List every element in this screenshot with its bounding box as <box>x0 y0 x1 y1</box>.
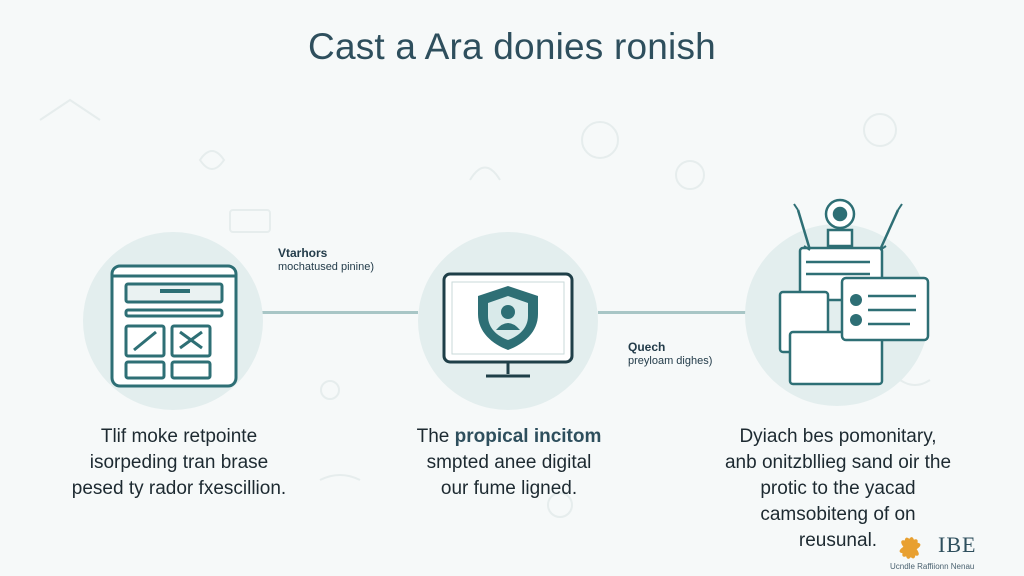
step2-caption-line-1: The propical incitom <box>378 424 640 450</box>
step3-caption-line-1: Dyiach bes pomonitary, <box>739 426 937 447</box>
connector-label-left: Vtarhors mochatused pinine) <box>278 246 374 274</box>
step3-caption-line-5: reusunal. <box>798 530 878 551</box>
step3-caption-line-2: anb onitzbllieg sand oir the <box>724 452 952 473</box>
step3-caption: Dyiach bes pomonitary, anb onitzbllieg s… <box>700 424 976 554</box>
shield-user-monitor-icon <box>442 272 574 378</box>
step1-caption-line-2: isorpeding tran brase <box>89 452 269 473</box>
flower-logo-icon <box>899 537 921 559</box>
step2-caption-bold: propical incitom <box>454 426 602 447</box>
step2-caption-line-2: smpted anee digital <box>426 452 592 473</box>
connector-label-right-top: Quech <box>628 340 666 354</box>
step3-caption-line-4: camsobiteng of on <box>760 504 916 525</box>
step2-caption: The propical incitom smpted anee digital… <box>378 424 640 502</box>
step2-caption-prefix: The <box>416 426 450 447</box>
step1-caption: Tlif moke retpointe isorpeding tran bras… <box>34 424 324 502</box>
step1-caption-line-1: Tlif moke retpointe <box>100 426 258 447</box>
step3-caption-line-3: protic to the yacad <box>760 478 916 499</box>
connector-label-right-bottom: preyloam dighes) <box>628 355 713 367</box>
step2-caption-line-3: our fume ligned. <box>440 478 578 499</box>
step1-caption-line-3: pesed ty rador fxescillion. <box>71 478 287 499</box>
logo-subtitle: Ucndle Raffiionn Nenau <box>890 562 975 571</box>
page-title: Cast a Ara donies ronish <box>308 26 716 67</box>
logo-text: IBE <box>938 532 977 557</box>
connector-label-right: Quech preyloam dighes) <box>628 340 712 368</box>
robot-machine-icon <box>778 198 930 386</box>
connector-label-left-bottom: mochatused pinine) <box>278 261 375 273</box>
browser-window-icon <box>110 264 238 388</box>
connector-label-left-top: Vtarhors <box>278 246 328 260</box>
connector-line-right <box>598 311 746 314</box>
connector-line-left <box>262 311 418 314</box>
